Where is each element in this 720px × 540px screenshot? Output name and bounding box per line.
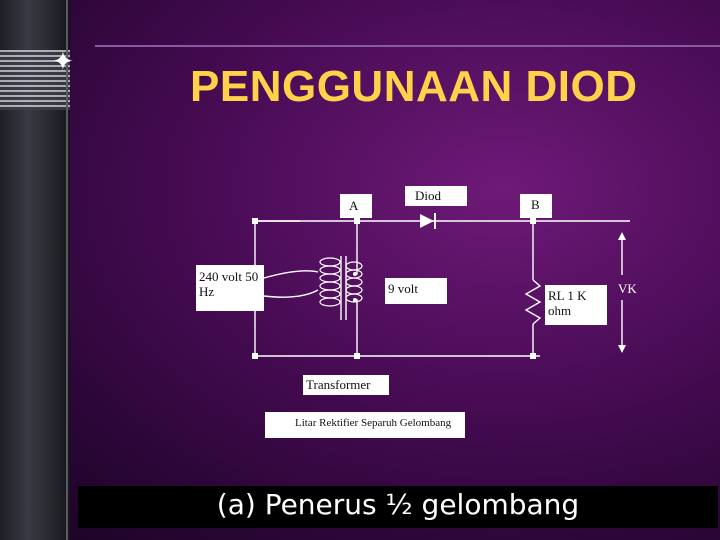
footer-caption: (a) Penerus ½ gelombang bbox=[216, 488, 580, 521]
primary-lead-top-curve bbox=[263, 270, 319, 279]
secondary-coil-4 bbox=[345, 285, 363, 295]
primary-coil-3 bbox=[319, 273, 341, 283]
diode-symbol bbox=[420, 213, 436, 229]
secondary-coil-1 bbox=[345, 261, 363, 271]
transformer-label: Transformer bbox=[303, 375, 389, 395]
left-divider-line bbox=[66, 0, 68, 540]
footer-bar bbox=[78, 486, 718, 528]
primary-coil-1 bbox=[319, 257, 341, 267]
load-resistor-label: RL 1 K ohm bbox=[545, 285, 607, 325]
node-bottom-left bbox=[252, 353, 258, 359]
secondary-lead-top bbox=[355, 221, 358, 275]
primary-coil-4 bbox=[319, 281, 341, 291]
node-secondary-tap-bottom bbox=[353, 298, 357, 302]
vk-label: VK bbox=[618, 281, 637, 296]
decorative-stripes bbox=[0, 50, 70, 110]
node-a-label: A bbox=[340, 194, 372, 218]
diode-label: Diod bbox=[405, 186, 467, 206]
load-resistor bbox=[524, 279, 542, 325]
primary-lead-bottom bbox=[263, 289, 319, 298]
slide-title: PENGGUNAAN DIOD bbox=[190, 62, 638, 111]
primary-coil-2 bbox=[319, 265, 341, 275]
node-secondary-top bbox=[354, 218, 360, 224]
top-divider-line bbox=[95, 45, 720, 47]
node-secondary-tap-top bbox=[353, 272, 357, 276]
secondary-coil-3 bbox=[345, 277, 363, 287]
sparkle-icon: ✦ bbox=[52, 46, 74, 76]
secondary-lead-bottom bbox=[355, 299, 358, 356]
primary-coil-6 bbox=[319, 297, 341, 307]
secondary-voltage-label: 9 volt bbox=[385, 278, 447, 304]
node-b-label: B bbox=[520, 194, 552, 218]
node-bottom-right bbox=[530, 353, 536, 359]
vk-arrow-head-up bbox=[618, 232, 626, 240]
vk-arrow-head-down bbox=[618, 345, 626, 353]
secondary-coil-5 bbox=[345, 293, 363, 303]
node-top-right bbox=[530, 218, 536, 224]
primary-coil-5 bbox=[319, 289, 341, 299]
node-top-left bbox=[252, 218, 258, 224]
transformer-coils bbox=[319, 257, 363, 307]
circuit-caption: Litar Rektifier Separuh Gelombang bbox=[265, 412, 465, 438]
node-secondary-bottom bbox=[354, 353, 360, 359]
source-label: 240 volt 50 Hz bbox=[196, 265, 264, 311]
